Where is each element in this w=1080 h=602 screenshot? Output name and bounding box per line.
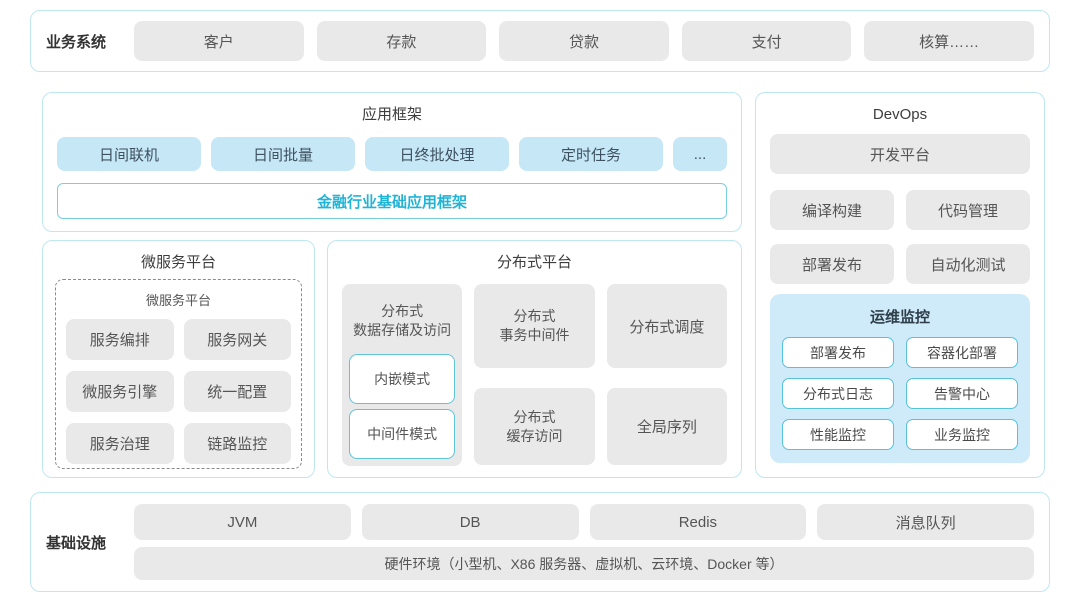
- microservice-item-engine: 微服务引擎: [66, 371, 174, 412]
- distributed-platform-title: 分布式平台: [496, 254, 572, 271]
- devops-item-build: 编译构建: [770, 190, 894, 230]
- microservice-item-tracing: 链路监控: [183, 423, 291, 464]
- infrastructure-content: JVM DB Redis 消息队列 硬件环境（小型机、X86 服务器、虚拟机、云…: [134, 504, 1034, 580]
- infrastructure-label: 基础设施: [46, 534, 107, 552]
- appfw-item-daytime-batch: 日间批量: [211, 137, 355, 171]
- business-item-customer: 客户: [134, 21, 304, 61]
- transaction-line2: 事务中间件: [499, 327, 570, 343]
- infra-item-db: DB: [361, 504, 579, 540]
- monitoring-item-alerts: 告警中心: [906, 378, 1018, 409]
- devops-item-deploy: 部署发布: [770, 244, 894, 284]
- appfw-item-eod-batch: 日终批处理: [365, 137, 509, 171]
- microservice-item-gateway: 服务网关: [183, 319, 291, 360]
- app-framework-row: 日间联机 日间批量 日终批处理 定时任务 ...: [57, 137, 727, 171]
- microservice-platform-panel: 微服务平台 微服务平台 服务编排 服务网关 微服务引擎 统一配置 服务治理 链路…: [42, 240, 315, 478]
- devops-title: DevOps: [872, 106, 928, 123]
- distributed-cache-box: 分布式 缓存访问: [474, 388, 595, 465]
- microservice-inner-title: 微服务平台: [145, 293, 211, 308]
- distributed-schedule-box: 分布式调度: [606, 284, 727, 368]
- microservice-item-config: 统一配置: [183, 371, 291, 412]
- monitoring-item-deploy: 部署发布: [782, 337, 894, 368]
- business-item-payment: 支付: [681, 21, 852, 61]
- microservice-grid: 服务编排 服务网关 微服务引擎 统一配置 服务治理 链路监控: [66, 319, 291, 464]
- distributed-right-column: 分布式调度 全局序列: [606, 284, 727, 465]
- business-item-accounting: 核算……: [864, 21, 1034, 61]
- business-item-deposit: 存款: [316, 21, 487, 61]
- business-item-loan: 贷款: [499, 21, 669, 61]
- transaction-line1: 分布式: [513, 308, 556, 324]
- hardware-environment-bar: 硬件环境（小型机、X86 服务器、虚拟机、云环境、Docker 等）: [134, 547, 1034, 580]
- devops-grid: 编译构建 代码管理 部署发布 自动化测试: [770, 190, 1030, 284]
- dev-platform-box: 开发平台: [770, 134, 1030, 174]
- ops-monitoring-grid: 部署发布 容器化部署 分布式日志 告警中心 性能监控 业务监控: [782, 337, 1018, 450]
- distributed-storage-column: 分布式 数据存储及访问 内嵌模式 中间件模式: [342, 284, 463, 466]
- distributed-columns: 分布式 数据存储及访问 内嵌模式 中间件模式 分布式 事务中间件 分布式 缓存访…: [342, 284, 727, 466]
- app-framework-title: 应用框架: [361, 106, 422, 123]
- business-systems-row: 客户 存款 贷款 支付 核算……: [134, 21, 1034, 61]
- devops-item-auto-test: 自动化测试: [906, 244, 1030, 284]
- appfw-item-more: ...: [673, 137, 727, 171]
- appfw-item-daytime-online: 日间联机: [57, 137, 201, 171]
- storage-mode-middleware: 中间件模式: [349, 409, 456, 459]
- devops-panel: DevOps 开发平台 编译构建 代码管理 部署发布 自动化测试 运维监控 部署…: [755, 92, 1045, 478]
- distributed-storage-group: 分布式 数据存储及访问 内嵌模式 中间件模式: [342, 284, 463, 466]
- cache-line1: 分布式: [513, 408, 556, 425]
- ops-monitoring-panel: 运维监控 部署发布 容器化部署 分布式日志 告警中心 性能监控 业务监控: [770, 294, 1030, 463]
- distributed-platform-panel: 分布式平台 分布式 数据存储及访问 内嵌模式 中间件模式 分布式 事务中间件: [327, 240, 742, 478]
- storage-mode-embedded: 内嵌模式: [349, 354, 456, 404]
- ops-monitoring-title: 运维监控: [869, 309, 930, 326]
- storage-label-line2: 数据存储及访问: [353, 322, 452, 338]
- infrastructure-row: JVM DB Redis 消息队列: [134, 504, 1034, 540]
- monitoring-item-performance: 性能监控: [782, 419, 894, 450]
- app-framework-panel: 应用框架 日间联机 日间批量 日终批处理 定时任务 ... 金融行业基础应用框架: [42, 92, 742, 232]
- storage-label-line1: 分布式: [381, 303, 424, 319]
- monitoring-item-container: 容器化部署: [906, 337, 1018, 368]
- distributed-transaction-box: 分布式 事务中间件: [474, 284, 595, 368]
- devops-item-code-mgmt: 代码管理: [906, 190, 1030, 230]
- appfw-item-scheduled-task: 定时任务: [519, 137, 663, 171]
- distributed-storage-label: 分布式 数据存储及访问: [353, 302, 451, 340]
- microservice-inner-group: 微服务平台 服务编排 服务网关 微服务引擎 统一配置 服务治理 链路监控: [55, 279, 302, 469]
- business-systems-panel: 业务系统 客户 存款 贷款 支付 核算……: [30, 10, 1050, 72]
- monitoring-item-logs: 分布式日志: [782, 378, 894, 409]
- infra-item-redis: Redis: [589, 504, 807, 540]
- infra-item-mq: 消息队列: [817, 504, 1034, 540]
- microservice-item-orchestration: 服务编排: [66, 319, 174, 360]
- cache-line2: 缓存访问: [506, 427, 563, 444]
- base-framework-bar: 金融行业基础应用框架: [57, 183, 727, 219]
- microservice-item-governance: 服务治理: [66, 423, 174, 464]
- business-systems-label: 业务系统: [46, 33, 107, 51]
- infra-item-jvm: JVM: [134, 504, 351, 540]
- infrastructure-panel: 基础设施 JVM DB Redis 消息队列 硬件环境（小型机、X86 服务器、…: [30, 492, 1050, 592]
- global-sequence-box: 全局序列: [606, 388, 727, 465]
- distributed-middle-column: 分布式 事务中间件 分布式 缓存访问: [474, 284, 595, 465]
- microservice-platform-title: 微服务平台: [140, 254, 216, 271]
- monitoring-item-business: 业务监控: [906, 419, 1018, 450]
